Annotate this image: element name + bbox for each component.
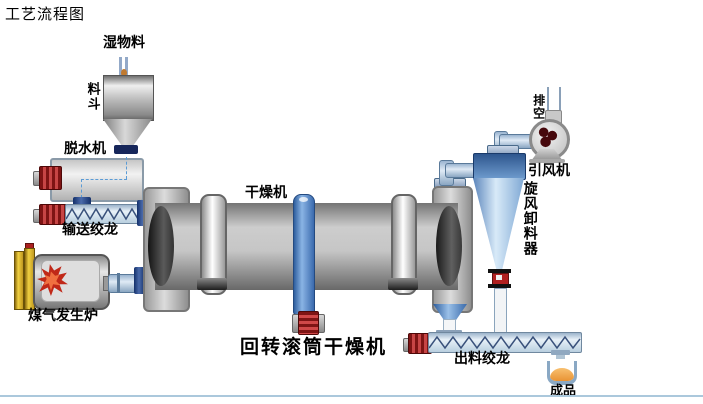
rotary-drum-dryer-label: 回转滚筒干燥机 [240, 336, 388, 358]
girth-band-highlight [299, 197, 308, 202]
dewaterer-motor [39, 166, 62, 190]
cyclone-label: 旋风卸料器 [521, 181, 538, 256]
product-material [550, 368, 574, 381]
riding-ring-base [388, 278, 418, 290]
discharge-auger-screw [428, 335, 581, 350]
bottom-divider [0, 395, 703, 397]
drum-girth-band [293, 194, 315, 315]
dryer-label: 干燥机 [245, 185, 287, 201]
drive-roller [298, 311, 319, 335]
page-title: 工艺流程图 [5, 5, 86, 23]
cyclone-cone [473, 178, 524, 270]
drum-right-end [436, 206, 462, 286]
cyclone-drop-pipe [494, 288, 507, 336]
auger-outlet-flange [551, 350, 570, 355]
discharge-auger-tube [428, 332, 582, 353]
hopper-body [103, 75, 154, 121]
product-label: 成品 [550, 384, 577, 399]
cyclone-barrel [473, 153, 526, 180]
hopper-funnel [103, 119, 152, 146]
product-container [547, 361, 577, 385]
hopper-inlet-port [121, 69, 127, 77]
feed-auger-screw [65, 207, 151, 221]
gas-furnace-label: 煤气发生炉 [28, 308, 98, 324]
riding-ring-base [197, 278, 227, 290]
discharge-auger-label: 出料绞龙 [454, 351, 510, 367]
flame-icon [37, 264, 68, 296]
discharge-housing-funnel [433, 304, 467, 320]
furnace-yellow-column [14, 251, 24, 310]
dewaterer-flow-line [81, 179, 127, 180]
rotary-valve-top [488, 269, 511, 273]
hot-gas-pipe-flange [117, 273, 120, 292]
fan-base-plate [529, 159, 565, 163]
feed-auger-label: 输送绞龙 [62, 222, 118, 238]
hopper-inlet-pipe [125, 57, 128, 76]
draft-fan-label: 引风机 [528, 163, 570, 179]
hopper-inlet-pipe [119, 57, 122, 76]
auger-outlet-spout [556, 355, 565, 359]
rotary-valve-window [496, 275, 502, 280]
hopper-outlet-valve [114, 145, 138, 154]
hopper-label: 料斗 [84, 82, 100, 112]
dewaterer-flow-line [126, 157, 127, 179]
dewaterer-box [50, 158, 144, 202]
dewaterer-label: 脱水机 [64, 141, 106, 157]
vent-stack-pipe [547, 87, 561, 115]
rotary-valve-bottom [488, 284, 511, 288]
fan-stand [531, 149, 563, 161]
fan-blades-icon [538, 127, 558, 148]
dewaterer-outlet-flange [73, 197, 91, 206]
wet-material-label: 湿物料 [103, 35, 145, 51]
drum-left-end [148, 206, 174, 286]
vent-label: 排空 [531, 94, 546, 120]
hot-gas-inlet-flange [134, 267, 145, 294]
dewaterer-flow-line [81, 179, 82, 198]
